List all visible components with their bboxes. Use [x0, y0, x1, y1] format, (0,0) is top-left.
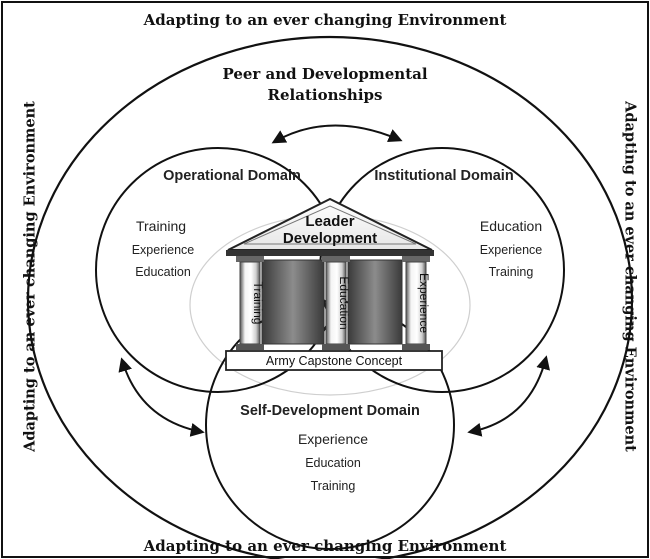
operational-item-education: Education [135, 265, 191, 279]
pillar-label-experience: Experience [417, 273, 431, 333]
self-development-item-training: Training [311, 479, 356, 493]
institutional-title: Institutional Domain [374, 168, 513, 184]
environment-label-left: Adapting to an ever changing Environment [21, 101, 39, 452]
pillar-label-training: Training [251, 282, 265, 325]
pillar-capital-right [402, 256, 430, 262]
peer-relationships-label: Peer and Developmental Relationships [175, 64, 475, 106]
self-development-item-education: Education [305, 456, 361, 470]
temple: Leader Development Training Education Ex… [225, 197, 443, 371]
institutional-item-education: Education [480, 218, 542, 234]
left-cycle-arrow [118, 357, 205, 437]
peer-label-line2: Relationships [267, 86, 383, 104]
temple-foundation [225, 350, 443, 371]
operational-item-training: Training [136, 218, 186, 234]
temple-wall-right [347, 259, 403, 345]
temple-roof-inner [243, 205, 417, 245]
temple-roof-line2: Development [283, 230, 377, 247]
environment-ellipse [26, 35, 634, 559]
pillar-base-right [402, 344, 430, 350]
temple-foundation-label: Army Capstone Concept [266, 354, 403, 368]
pillar-capital-center [322, 256, 350, 262]
pillar-base-center [322, 344, 350, 350]
self-development-title: Self-Development Domain [240, 403, 420, 419]
environment-label-right: Adapting to an ever changing Environment [621, 101, 639, 452]
institutional-item-training: Training [489, 265, 534, 279]
temple-architrave [226, 250, 434, 256]
operational-item-experience: Experience [132, 243, 195, 257]
operational-title: Operational Domain [163, 168, 301, 184]
environment-label-top: Adapting to an ever changing Environment [143, 11, 507, 29]
pillar-capital-left [236, 256, 264, 262]
institutional-item-experience: Experience [480, 243, 543, 257]
pillar-label-education: Education [337, 276, 351, 329]
temple-roof-line1: Leader [305, 213, 354, 230]
temple-wall-left [261, 259, 325, 345]
self-development-item-experience: Experience [298, 431, 368, 447]
pillar-base-left [236, 344, 264, 350]
peer-arrow [271, 124, 403, 144]
environment-label-bottom: Adapting to an ever changing Environment [143, 537, 507, 555]
right-cycle-arrow [467, 355, 550, 437]
peer-label-line1: Peer and Developmental [222, 65, 428, 83]
